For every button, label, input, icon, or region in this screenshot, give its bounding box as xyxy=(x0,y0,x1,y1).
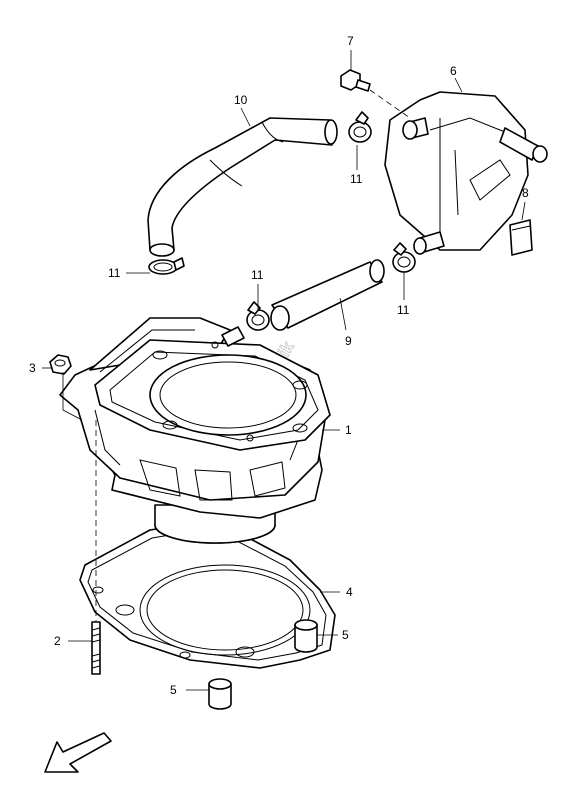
cylinder-gasket xyxy=(79,519,336,669)
callout-11-upper: 11 xyxy=(350,172,363,186)
callout-9: 9 xyxy=(345,334,352,348)
clamp-upper-left xyxy=(148,257,185,275)
direction-arrow xyxy=(44,732,112,773)
callout-5-right: 5 xyxy=(342,628,349,642)
callout-11-right: 11 xyxy=(397,303,410,317)
dowel-pin-lower xyxy=(208,678,232,710)
dowel-pin-right xyxy=(294,619,318,653)
housing xyxy=(384,91,548,255)
clamp-upper-center xyxy=(348,111,372,143)
hose-upper xyxy=(147,117,338,257)
hose-lower xyxy=(270,259,385,331)
callout-2: 2 xyxy=(54,634,61,648)
callout-11-middle: 11 xyxy=(251,268,264,282)
leader-lines xyxy=(42,50,526,691)
callout-5-lower: 5 xyxy=(170,683,177,697)
stud-bolt xyxy=(91,621,101,675)
clamp-right xyxy=(392,242,416,273)
callout-6: 6 xyxy=(450,64,457,78)
callout-7: 7 xyxy=(347,34,354,48)
housing-bolt xyxy=(340,69,371,92)
cylinder xyxy=(59,317,331,544)
callout-10: 10 xyxy=(234,93,248,107)
callouts: 1 2 3 4 5 5 6 7 8 9 10 11 11 11 11 xyxy=(29,34,529,697)
callout-11-left: 11 xyxy=(108,266,121,280)
callout-1: 1 xyxy=(345,423,352,437)
callout-8: 8 xyxy=(522,186,529,200)
callout-4: 4 xyxy=(346,585,353,599)
cushion-pad xyxy=(509,219,533,256)
alignment-line-housing xyxy=(369,89,411,119)
cylinder-nut xyxy=(49,354,72,375)
callout-3: 3 xyxy=(29,361,36,375)
